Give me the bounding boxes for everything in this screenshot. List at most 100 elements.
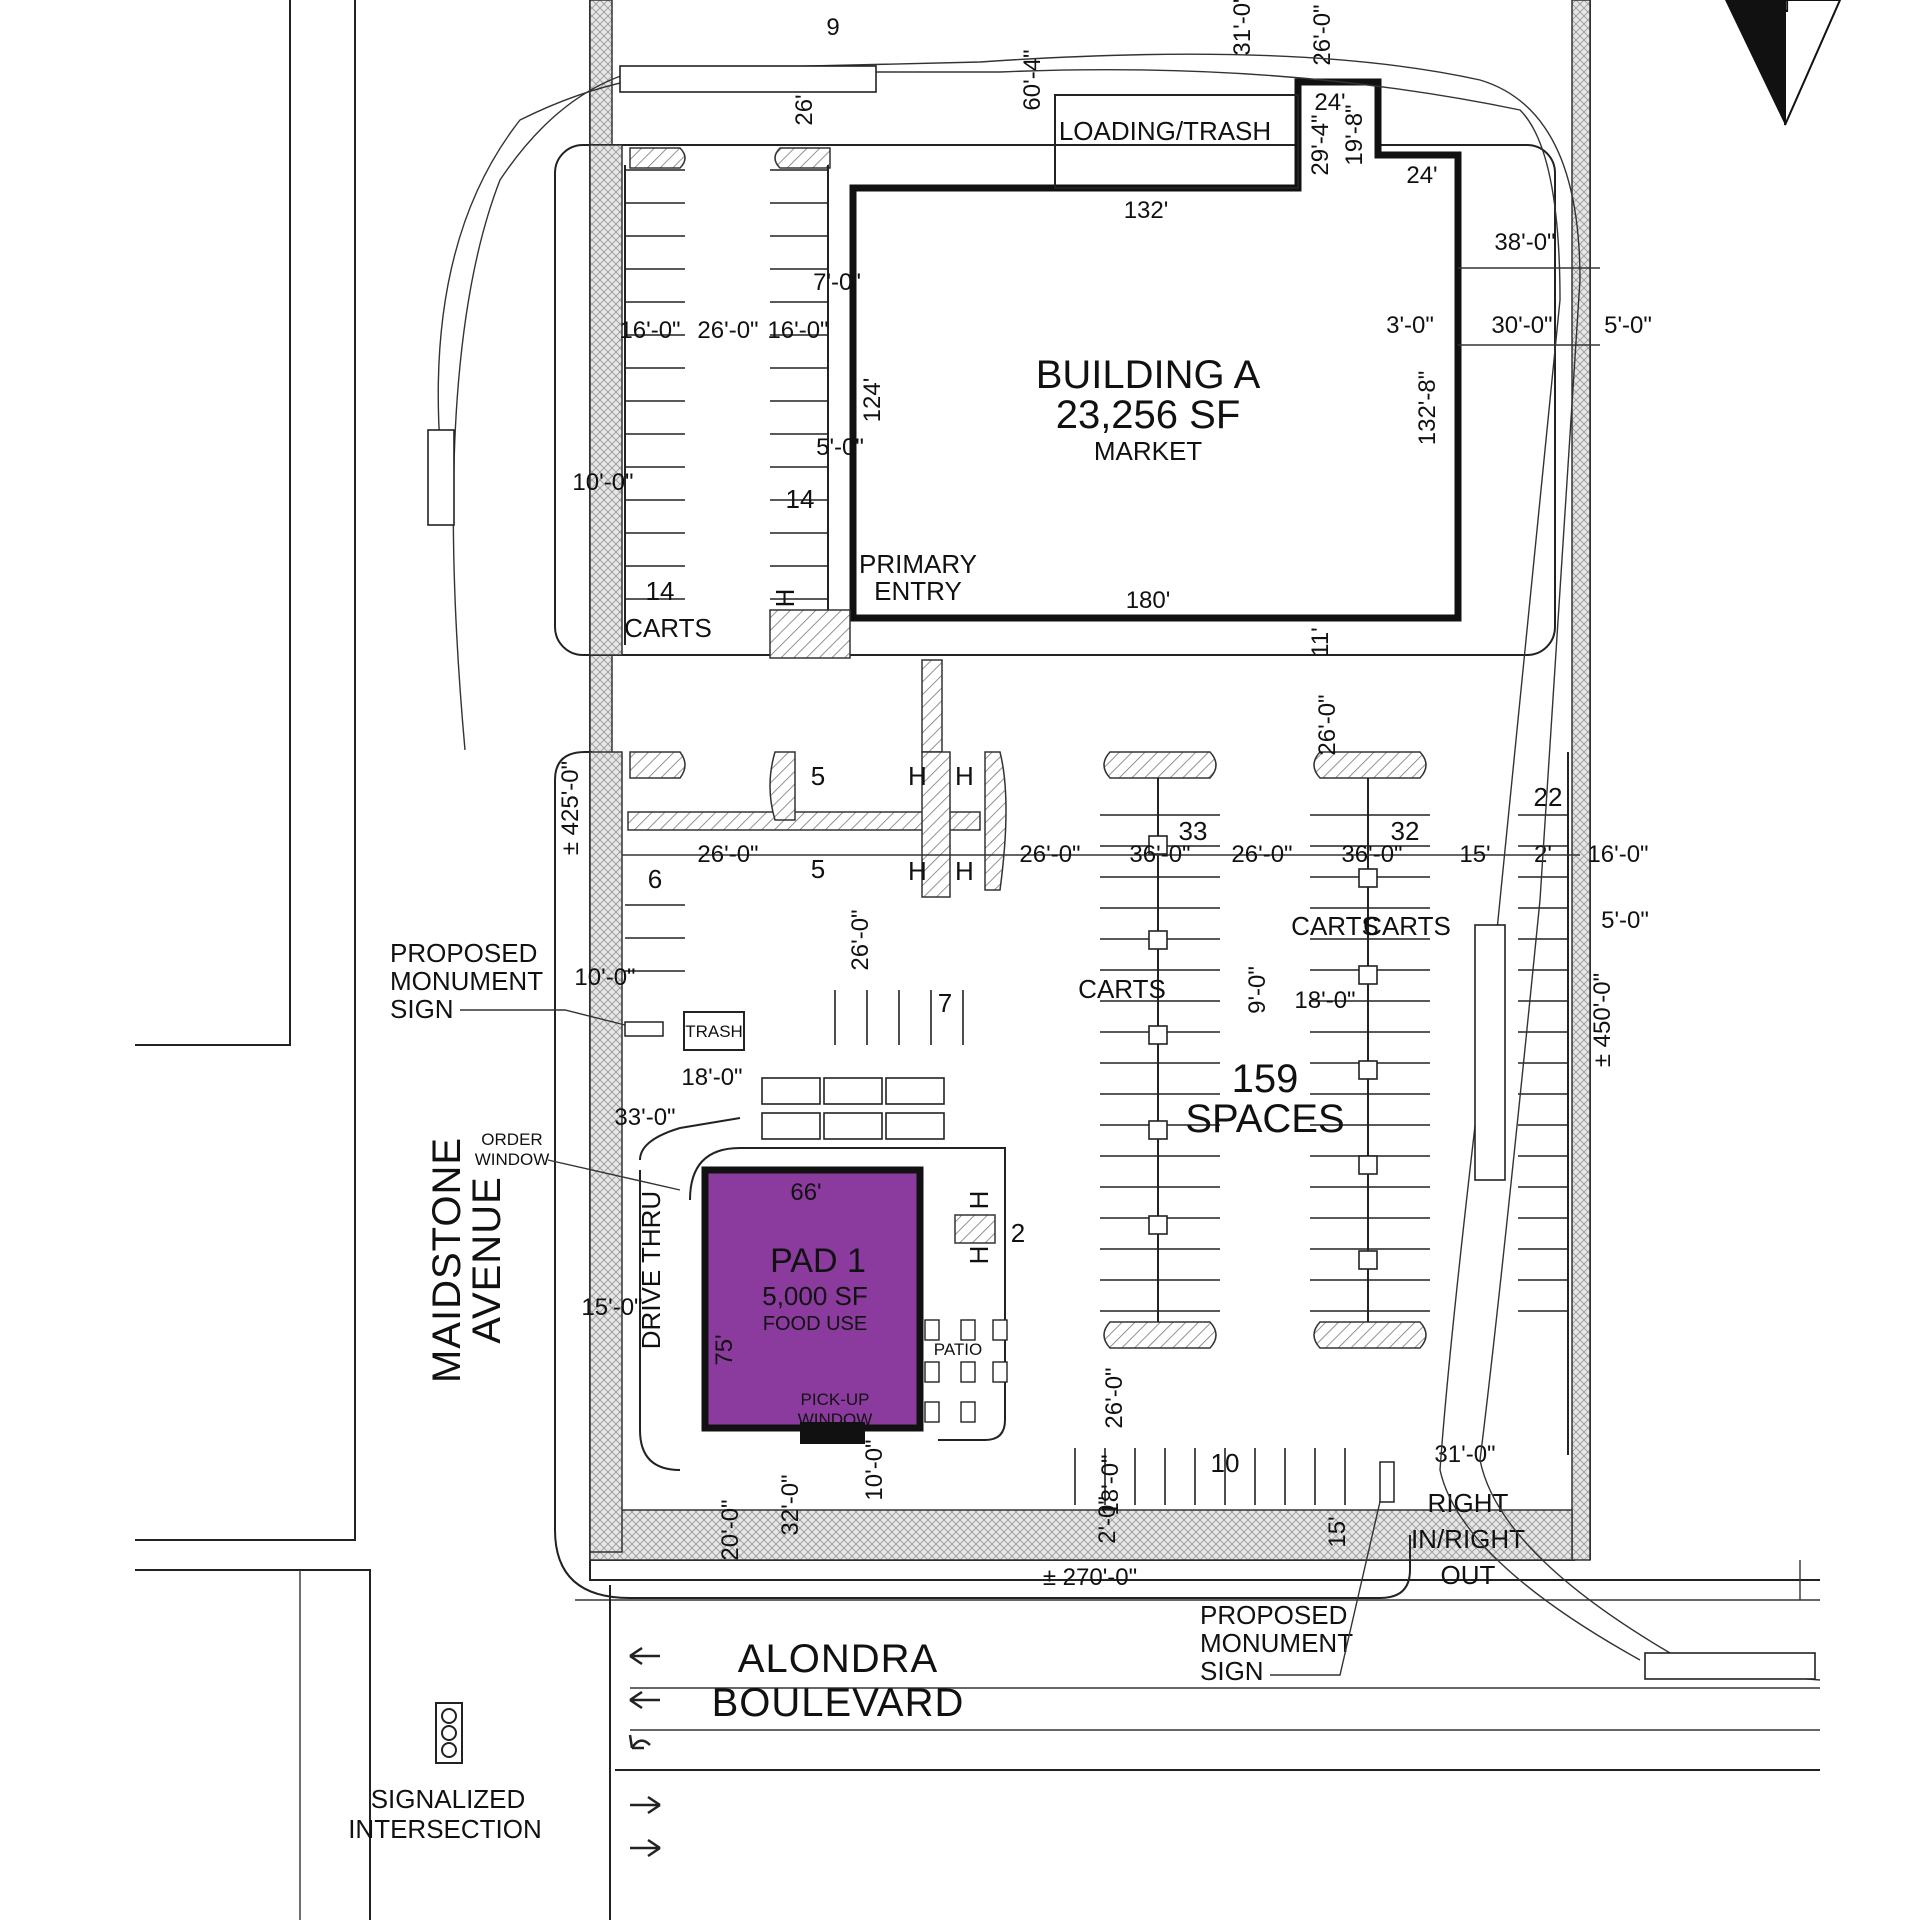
dim-s-10: 26'-0": [847, 909, 874, 970]
walkway: [921, 659, 943, 753]
handicap-1: H: [908, 761, 927, 791]
carts-label-1: CARTS: [624, 613, 712, 643]
dim-s-13: 18'-0": [1294, 987, 1355, 1014]
patio-label: PATIO: [934, 1340, 983, 1359]
handicap-2: H: [955, 761, 974, 791]
monument-west-1: PROPOSED: [390, 938, 537, 968]
south-parking: 5 5 6 7 33 32 22 10 2 H H H H CARTS CART…: [574, 694, 1649, 1553]
cart-corral-marker: [1148, 1025, 1168, 1045]
truck-icon: [427, 429, 455, 526]
parking-stall-box: [885, 1112, 945, 1140]
parking-stall-box: [885, 1077, 945, 1105]
dim-pad-2: 33'-0": [614, 1104, 675, 1131]
pickup-window-marker: [800, 1422, 865, 1444]
pad-1-area: 5,000 SF: [762, 1281, 868, 1311]
site-dim-west: ± 425'-0": [557, 761, 584, 855]
parking-stall-box: [761, 1077, 821, 1105]
arrow-right-icon: [630, 1838, 661, 1858]
dim-nw-1: 16'-0": [619, 317, 680, 344]
dim-notch-height-2: 19'-8": [1341, 104, 1368, 165]
truck-icon: [1474, 924, 1506, 1181]
dim-s-2: 26'-0": [1019, 841, 1080, 868]
stall-count-6: 6: [648, 864, 662, 894]
dim-31-0-top: 31'-0": [1229, 0, 1256, 56]
dim-notch-width: 24': [1314, 89, 1345, 116]
pad-1-width: 66': [790, 1179, 821, 1206]
dim-east-3: 30'-0": [1491, 312, 1552, 339]
truck-turning-paths: [427, 53, 1821, 1681]
stall-count-33: 33: [1179, 816, 1208, 846]
dim-26-0-top: 26'-0": [1309, 4, 1336, 65]
pickup-label-2: WINDOW: [798, 1410, 873, 1429]
dim-s-5: 36'-0": [1341, 841, 1402, 868]
dim-nw-4: 7'-0": [813, 269, 861, 296]
dim-s-16: 2'-0": [1094, 1496, 1121, 1544]
parking-total-count: 159: [1232, 1057, 1299, 1101]
dim-pad-6: 10'-0": [861, 1439, 888, 1500]
stall-count-5b: 5: [811, 854, 825, 884]
riro-3: OUT: [1441, 1560, 1496, 1590]
order-window-label-1: ORDER: [481, 1130, 542, 1149]
carts-label-4: CARTS: [1363, 911, 1451, 941]
crosswalk: [627, 811, 981, 831]
cart-corral-marker: [1148, 930, 1168, 950]
dim-s-6: 15': [1459, 841, 1490, 868]
patio-table-icon: [960, 1401, 976, 1423]
monument-sign-west: PROPOSED MONUMENT SIGN: [390, 938, 664, 1037]
patio-table-icon: [960, 1361, 976, 1383]
dim-building-side: 124': [859, 378, 886, 423]
dim-notch-height: 29'-4": [1307, 114, 1334, 175]
parking-stall-box: [761, 1112, 821, 1140]
dim-building-right: 132'-8": [1414, 371, 1441, 445]
pad-1-use: FOOD USE: [763, 1313, 867, 1335]
dim-nw-5: 5'-0": [816, 434, 864, 461]
dim-s-19: 10'-0": [574, 964, 635, 991]
parking-stall-box: [823, 1112, 883, 1140]
dim-pad-1: 18'-0": [681, 1064, 742, 1091]
stall-count-14b: 14: [786, 484, 815, 514]
stall-count-7: 7: [938, 988, 952, 1018]
dim-nw-2: 26'-0": [697, 317, 758, 344]
arrow-right-icon: [630, 1795, 661, 1815]
patio-table-icon: [924, 1361, 940, 1383]
stall-count-14a: 14: [646, 576, 675, 606]
cart-corral-marker: [1358, 1155, 1378, 1175]
street-west-2: AVENUE: [465, 1176, 509, 1344]
patio-table-icon: [992, 1319, 1008, 1341]
carts-label-3: CARTS: [1291, 911, 1379, 941]
pad-1-depth: 75': [711, 1334, 738, 1365]
dim-s-3: 36'-0": [1129, 841, 1190, 868]
handicap-pad-2: H: [964, 1246, 994, 1265]
street-west-1: MAIDSTONE: [425, 1137, 469, 1383]
dim-building-front: 11': [1307, 627, 1334, 657]
trash-label: TRASH: [685, 1022, 743, 1041]
building-a-use: MARKET: [1094, 436, 1202, 466]
dim-building-top: 132': [1124, 197, 1169, 224]
dim-s-11: 26'-0": [1314, 694, 1341, 755]
stall-count-9: 9: [826, 14, 839, 41]
dim-s-4: 26'-0": [1231, 841, 1292, 868]
monument-south-3: SIGN: [1200, 1656, 1264, 1686]
street-south-2: BOULEVARD: [712, 1681, 965, 1725]
building-a-name: BUILDING A: [1036, 353, 1261, 397]
truck-icon: [1644, 1652, 1816, 1680]
dim-s-18: 15': [1324, 1516, 1351, 1547]
dim-s-15: 18'-0": [1097, 1454, 1124, 1515]
stall-count-10: 10: [1211, 1448, 1240, 1478]
handicap-4: H: [955, 856, 974, 886]
dim-nw-3: 16'-0": [767, 317, 828, 344]
site-dim-south: ± 270'-0": [1043, 1564, 1137, 1591]
building-a-area: 23,256 SF: [1056, 393, 1241, 437]
carts-label-2: CARTS: [1078, 974, 1166, 1004]
dim-s-12: 9'-0": [1244, 966, 1271, 1014]
dim-east-4: 5'-0": [1604, 312, 1652, 339]
patio-table-icon: [924, 1401, 940, 1423]
north-parking: 14 CARTS 14 H 16'-0" 26'-0" 16'-0" 7'-0"…: [572, 0, 1336, 659]
dim-building-bottom: 180': [1126, 587, 1171, 614]
alondra-boulevard: ALONDRA BOULEVARD: [712, 1637, 965, 1725]
patio-table-icon: [924, 1319, 940, 1341]
arrow-left-icon: [629, 1646, 660, 1666]
monument-sign-south: PROPOSED MONUMENT SIGN: [1200, 1461, 1395, 1686]
cart-corral-marker: [1148, 1215, 1168, 1235]
building-a: BUILDING A 23,256 SF MARKET LOADING/TRAS…: [849, 78, 1462, 657]
